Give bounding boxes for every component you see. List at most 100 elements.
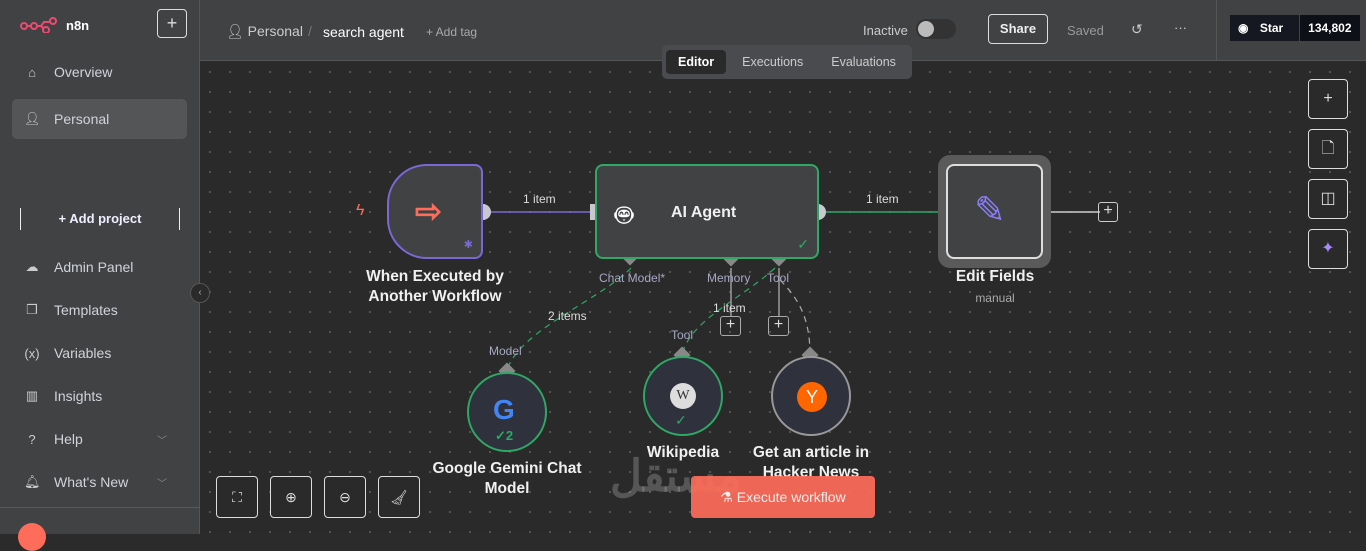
create-new-button[interactable]: +	[157, 9, 187, 38]
edge-label: 1 item	[866, 192, 899, 206]
execute-label: Execute workflow	[736, 489, 846, 505]
cloud-icon: ☁	[25, 259, 39, 274]
box-icon: ❒	[26, 302, 38, 317]
add-project-button[interactable]: + Add project	[20, 208, 180, 230]
history-icon[interactable]: ↺	[1131, 21, 1143, 37]
pencil-icon: ✎	[974, 190, 1006, 232]
app-name: n8n	[66, 17, 90, 33]
add-memory-button[interactable]: +	[720, 316, 741, 336]
view-tabs: Editor Executions Evaluations	[662, 45, 912, 79]
divider	[0, 507, 200, 508]
node-label: Wikipedia	[646, 444, 720, 461]
chevron-down-icon: ﹀	[157, 478, 167, 490]
tab-editor[interactable]: Editor	[666, 50, 727, 74]
sidebar-item-help[interactable]: ?Help﹀	[12, 419, 187, 459]
wikipedia-icon: W	[670, 383, 696, 409]
port-tool: Tool	[671, 328, 694, 342]
workflow-name[interactable]: search agent	[323, 24, 404, 40]
n8n-logo[interactable]: n8n	[20, 17, 89, 33]
success-check-icon: ✓	[675, 412, 687, 428]
share-button[interactable]: Share	[988, 14, 1048, 44]
execute-workflow-icon: ⇨	[415, 193, 442, 229]
n8n-logo-icon	[20, 17, 57, 33]
hacker-news-icon: Y	[797, 382, 827, 412]
execute-workflow-button[interactable]: ⚗ Execute workflow	[691, 476, 875, 518]
saved-status: Saved	[1067, 23, 1104, 38]
tab-evaluations[interactable]: Evaluations	[831, 55, 896, 69]
label: Templates	[54, 302, 118, 318]
add-tool-button[interactable]: +	[768, 316, 789, 336]
breadcrumb-project[interactable]: 👤︎ Personal	[226, 23, 303, 39]
node-label: Google Gemini Chat Model	[432, 460, 582, 497]
panel-toggle-icon[interactable]: ◫	[1308, 179, 1348, 219]
pin-icon: ✱	[463, 239, 473, 251]
sidebar-item-admin-panel[interactable]: ☁ Admin Panel	[12, 247, 187, 287]
sidebar-item-overview[interactable]: ⌂Overview	[12, 52, 187, 92]
node-trigger[interactable]: ⇨ ✱	[387, 164, 483, 259]
add-tag-button[interactable]: + Add tag	[426, 25, 478, 39]
port-stubs	[730, 268, 780, 316]
label: Personal	[54, 111, 110, 127]
node-label: When Executed by Another Workflow	[366, 268, 504, 305]
run-count: ✓2	[495, 428, 514, 443]
zoom-in-icon[interactable]: ⊕	[270, 476, 312, 518]
ai-assistant-icon[interactable]: ✦	[1308, 229, 1348, 269]
collapse-sidebar-button[interactable]: ‹	[190, 283, 210, 303]
label: Help	[54, 431, 83, 447]
active-status-label: Inactive	[863, 23, 908, 38]
tab-executions[interactable]: Executions	[742, 55, 804, 69]
node-title: AI Agent	[671, 204, 737, 221]
success-check-icon: ✓	[797, 236, 809, 252]
variable-icon: (x)	[24, 345, 40, 361]
flask-icon: ⚗	[720, 489, 737, 505]
port-memory: Memory	[707, 271, 751, 285]
node-ai-agent[interactable]: 🤖︎ AI Agent ✓	[595, 164, 819, 259]
port-diamonds	[498, 248, 819, 380]
sidebar-item-variables[interactable]: (x) Variables	[12, 333, 187, 373]
edge-gemini	[506, 267, 632, 371]
sidebar-item-whats-new[interactable]: 🔔︎ What's New ﹀	[12, 462, 187, 502]
sticky-note-icon[interactable]: 🗋︎	[1308, 129, 1348, 169]
label: What's New	[54, 474, 129, 490]
fit-view-icon[interactable]: ⛶	[216, 476, 258, 518]
project-name: Personal	[247, 23, 303, 39]
node-edit-fields[interactable]: ✎	[946, 164, 1043, 259]
label: Variables	[54, 345, 112, 361]
sidebar-item-personal[interactable]: 👤︎ Personal	[12, 99, 187, 139]
port-chat-model: Chat Model*	[599, 271, 665, 285]
trigger-bolt-icon: ϟ	[356, 202, 365, 219]
workflow-canvas[interactable]	[200, 62, 1366, 534]
node-gemini[interactable]: G ✓2	[467, 372, 547, 452]
robot-icon: 🤖︎	[615, 199, 633, 232]
sidebar: n8n + ⌂Overview 👤︎ Personal + Add project…	[0, 0, 200, 551]
breadcrumb-separator: /	[308, 23, 312, 39]
sidebar-item-insights[interactable]: ▥Insights	[12, 376, 187, 416]
label: Admin Panel	[54, 259, 134, 275]
edge-label: 1 item	[523, 192, 556, 206]
port-tool: Tool	[767, 271, 790, 285]
label: Insights	[54, 388, 103, 404]
node-hacker-news[interactable]: Y	[771, 356, 851, 436]
user-icon: 👤︎	[24, 111, 41, 126]
port-label: Chat Model*	[599, 271, 666, 285]
zoom-out-icon[interactable]: ⊖	[324, 476, 366, 518]
active-toggle[interactable]	[916, 19, 956, 39]
divider	[1216, 0, 1217, 61]
add-node-button[interactable]: +	[1098, 202, 1118, 222]
sidebar-item-templates[interactable]: ❒ Templates	[12, 290, 187, 330]
edge-wiki	[681, 267, 776, 356]
edge-label: 1 item	[713, 301, 746, 315]
add-node-panel-button[interactable]: +	[1308, 79, 1348, 119]
node-subtitle: manual	[975, 291, 1015, 305]
edge-label: 2 items	[548, 309, 587, 323]
label: Overview	[54, 64, 113, 80]
google-icon: G	[493, 394, 515, 425]
help-icon: ?	[28, 431, 36, 447]
port-model: Model	[489, 344, 522, 358]
bell-icon: 🔔︎	[24, 474, 41, 489]
tidy-up-icon[interactable]: 🧹︎	[378, 476, 420, 518]
node-wikipedia[interactable]: W ✓	[643, 356, 723, 436]
star-label: Star	[1251, 21, 1292, 35]
more-menu-button[interactable]: ···	[1174, 20, 1187, 35]
